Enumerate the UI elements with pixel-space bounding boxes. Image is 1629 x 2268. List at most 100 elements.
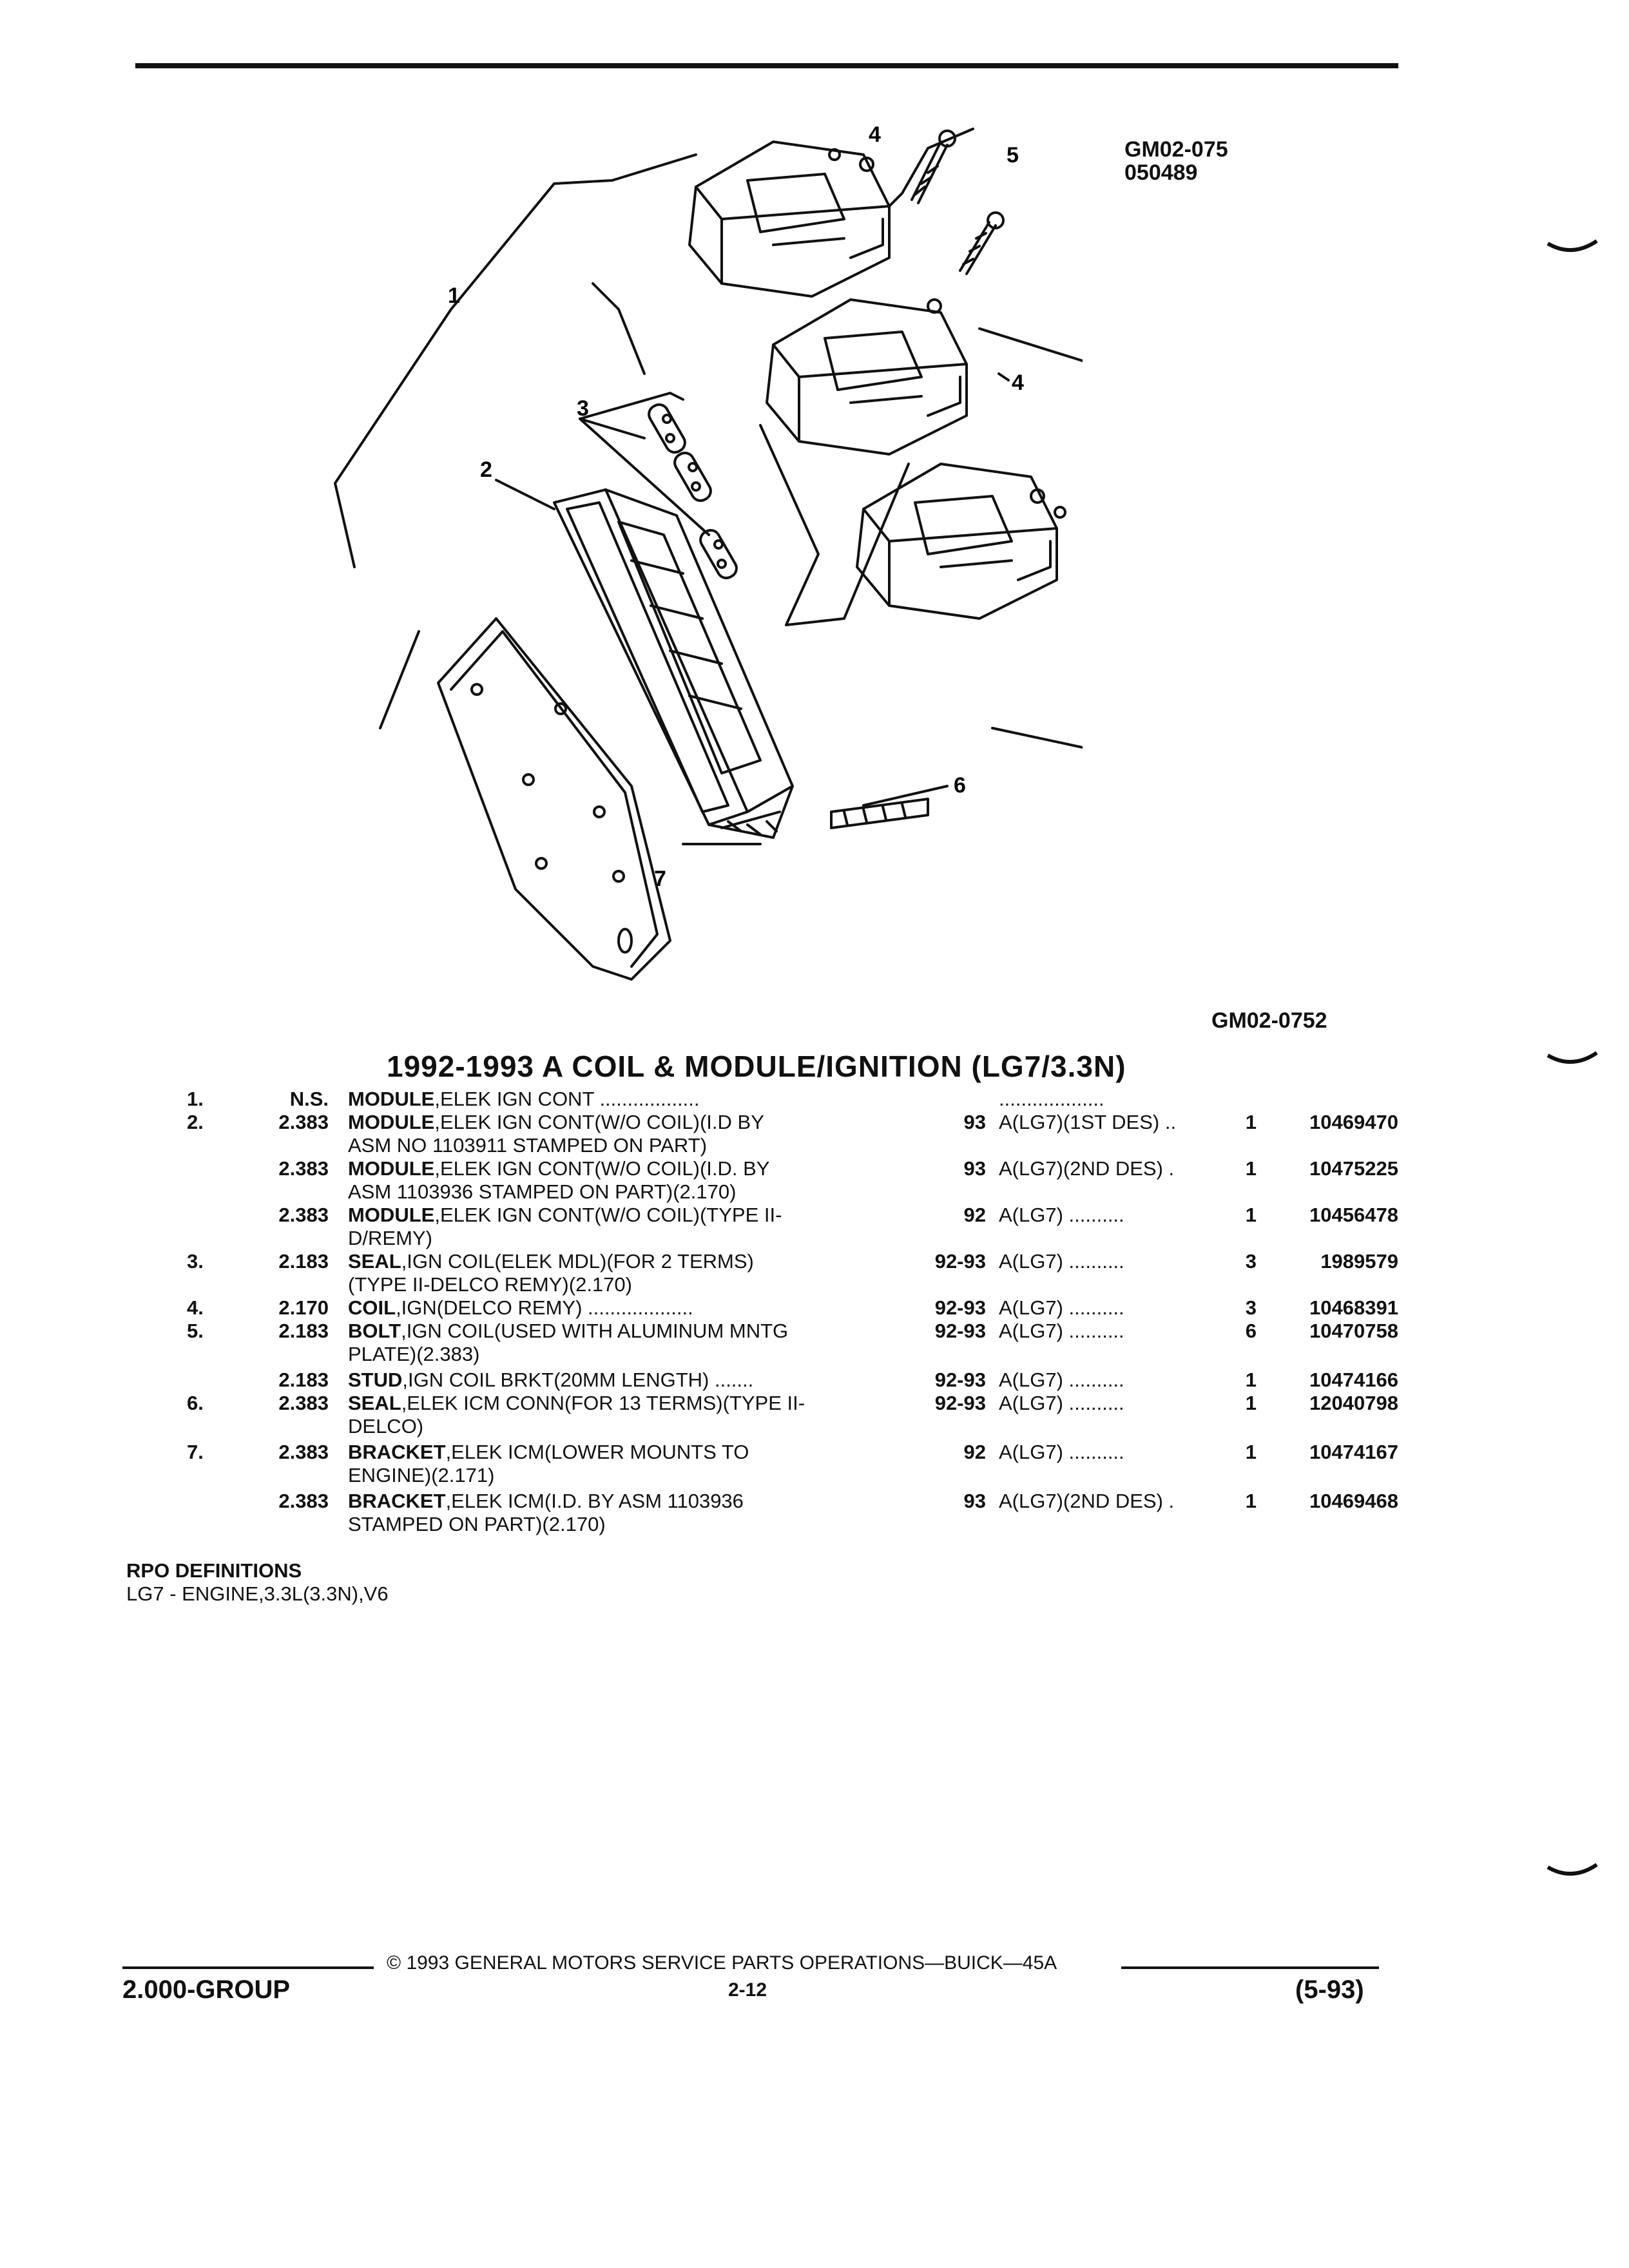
part-name: MODULE [348,1088,435,1110]
part-desc-text: ,IGN COIL(USED WITH ALUMINUM MNTG [401,1320,789,1342]
coil-bolts [911,130,1005,275]
application: A(LG7) .......... [999,1320,1231,1343]
part-desc-text: ,ELEK IGN CONT(W/O COIL)(TYPE II- [434,1204,782,1226]
leader-dots: .......... [1063,1320,1124,1342]
part-description-cont: STAMPED ON PART)(2.170) [348,1513,606,1535]
part-description: COIL,IGN(DELCO REMY) ................... [348,1296,992,1320]
part-number: 10469470 [1309,1111,1398,1133]
part-description: MODULE,ELEK IGN CONT .................. [348,1088,992,1111]
part-description-cont: (TYPE II-DELCO REMY)(2.170) [348,1273,632,1296]
part-desc-text: ,ELEK ICM(LOWER MOUNTS TO [445,1441,749,1463]
part-desc-text: ,IGN COIL BRKT(20MM LENGTH) [402,1369,709,1391]
part-number: 10456478 [1309,1204,1398,1226]
model-year: 92-93 [934,1369,986,1391]
callout-5: 5 [1007,143,1019,168]
quantity: 6 [1245,1320,1257,1342]
application-text: A(LG7) [999,1441,1063,1463]
callout-4-top: 4 [869,122,881,147]
application: A(LG7)(1ST DES) .. [999,1111,1231,1134]
item-number: 5. [187,1320,204,1342]
part-number: 10470758 [1309,1320,1398,1342]
item-number: 7. [187,1441,204,1463]
callout-4-bottom: 4 [1012,370,1024,395]
group-number: 2.183 [278,1320,329,1342]
quantity: 1 [1245,1111,1257,1133]
item-number: 6. [187,1392,204,1414]
part-name: STUD [348,1369,403,1391]
model-year: 92 [963,1204,986,1226]
footer-rule-right [1121,1966,1379,1969]
group-number: 2.383 [278,1490,329,1512]
figure-ref-date: 050489 [1124,160,1198,185]
application: A(LG7) .......... [999,1250,1231,1273]
part-description: SEAL,ELEK ICM CONN(FOR 13 TERMS)(TYPE II… [348,1392,992,1415]
part-number: 10475225 [1309,1157,1398,1180]
ignition-coil-middle [766,298,968,456]
application-text: A(LG7) [999,1369,1063,1391]
part-number: 12040798 [1309,1392,1398,1414]
top-rule [135,63,1398,68]
quantity: 1 [1245,1392,1257,1414]
leader-dots: .......... [1063,1204,1124,1226]
application-text: A(LG7)(1ST DES) [999,1111,1160,1133]
model-year: 93 [963,1490,986,1512]
callout-7: 7 [654,867,666,891]
part-description: BOLT,IGN COIL(USED WITH ALUMINUM MNTG [348,1320,992,1343]
part-description: BRACKET,ELEK ICM(I.D. BY ASM 1103936 [348,1490,992,1513]
rpo-item: LG7 - ENGINE,3.3L(3.3N),V6 [126,1582,389,1605]
leader-dots: .. [1159,1111,1177,1133]
ignition-module [553,488,794,839]
connector-seal [830,798,929,829]
callout-1: 1 [448,284,460,308]
application: A(LG7) .......... [999,1441,1231,1464]
application-text: A(LG7) [999,1296,1063,1319]
leader-dots: .......... [1063,1250,1124,1273]
part-name: COIL [348,1296,396,1319]
edge-mark-decoration [1547,239,1598,252]
application: A(LG7) .......... [999,1392,1231,1415]
section-title: 1992-1993 A COIL & MODULE/IGNITION (LG7/… [387,1050,1126,1083]
figure-ref-top: GM02-075 050489 [1124,138,1228,184]
group-number: 2.183 [278,1250,329,1273]
part-description: MODULE,ELEK IGN CONT(W/O COIL)(TYPE II- [348,1204,992,1227]
part-name: BRACKET [348,1490,446,1512]
part-description-cont: D/REMY) [348,1227,432,1249]
leader-dots: ................... [999,1088,1104,1110]
model-year: 92-93 [934,1296,986,1319]
group-number: 2.383 [278,1157,329,1180]
part-desc-text: ,ELEK IGN CONT [434,1088,594,1110]
figure-ref-code: GM02-075 [1124,137,1228,162]
part-desc-text: ,ELEK ICM(I.D. BY ASM 1103936 [445,1490,744,1512]
edge-mark-decoration [1547,1051,1598,1064]
group-number: 2.383 [278,1204,329,1226]
part-description-cont: ASM 1103936 STAMPED ON PART)(2.170) [348,1180,737,1203]
leader-dots: .......... [1063,1296,1124,1319]
rpo-heading: RPO DEFINITIONS [126,1559,302,1582]
leader-dots: ....... [709,1369,754,1391]
model-year: 92 [963,1441,986,1463]
group-number: N.S. [289,1088,329,1110]
footer-copyright: © 1993 GENERAL MOTORS SERVICE PARTS OPER… [387,1952,1057,1974]
application: A(LG7) .......... [999,1296,1231,1320]
part-description: MODULE,ELEK IGN CONT(W/O COIL)(I.D. BY [348,1157,992,1180]
part-name: SEAL [348,1250,401,1273]
part-desc-text: ,IGN(DELCO REMY) [396,1296,583,1319]
group-number: 2.170 [278,1296,329,1319]
application: A(LG7)(2ND DES) . [999,1490,1231,1513]
application: A(LG7)(2ND DES) . [999,1157,1231,1180]
figure-ref-bottom: GM02-0752 [1211,1008,1327,1033]
leader-dots: ................... [582,1296,693,1319]
model-year: 92-93 [934,1320,986,1342]
item-number: 2. [187,1111,204,1133]
quantity: 1 [1245,1157,1257,1180]
exploded-parts-diagram: 4 5 1 4 3 2 6 7 [334,122,1083,981]
application: A(LG7) .......... [999,1369,1231,1392]
quantity: 3 [1245,1250,1257,1273]
part-description-cont: ASM NO 1103911 STAMPED ON PART) [348,1134,708,1157]
part-description: BRACKET,ELEK ICM(LOWER MOUNTS TO [348,1441,992,1464]
application: A(LG7) .......... [999,1204,1231,1227]
quantity: 1 [1245,1369,1257,1391]
part-description: STUD,IGN COIL BRKT(20MM LENGTH) ....... [348,1369,992,1392]
leader-dots: . [1162,1490,1175,1512]
footer-group: 2.000-GROUP [122,1975,291,2004]
